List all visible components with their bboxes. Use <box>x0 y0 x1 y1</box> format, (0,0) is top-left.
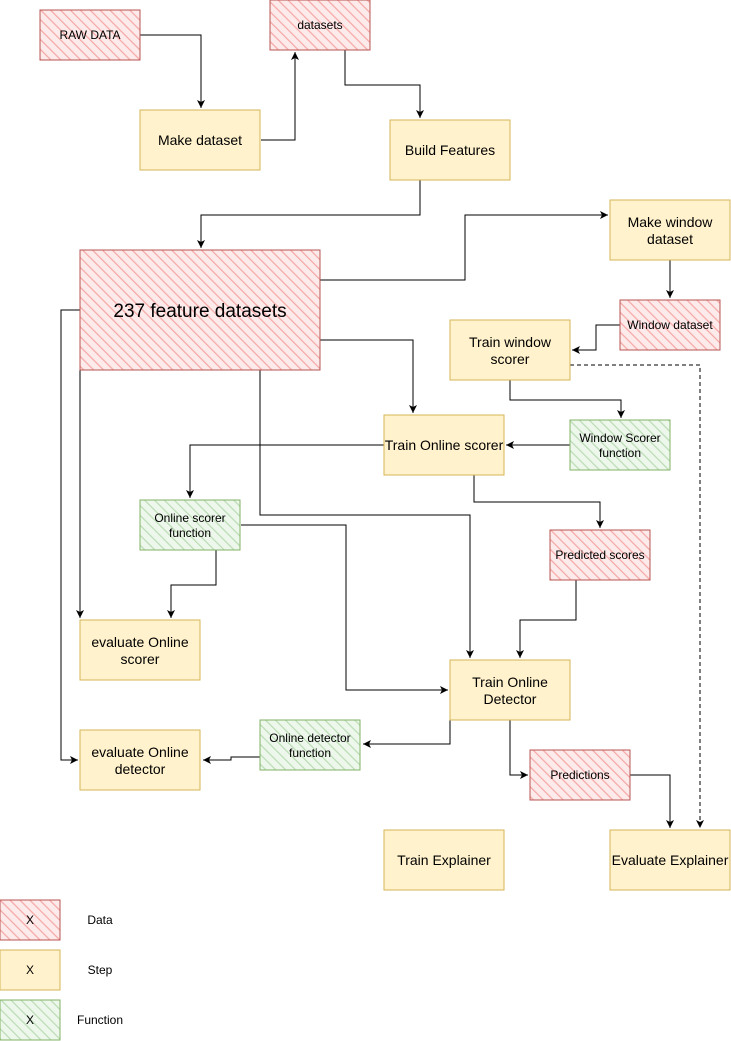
node-make-dataset-label: Make dataset <box>158 132 242 148</box>
edge-train-window-scorer-to-window-scorer-function <box>509 380 625 418</box>
node-online-detector-function: Online detector function <box>259 719 361 771</box>
node-feature-datasets-label: 237 feature datasets <box>113 301 286 322</box>
edge-online-detector-function-to-evaluate-online-detector <box>203 756 260 764</box>
node-build-features: Build Features <box>389 119 511 181</box>
node-feature-datasets: 237 feature datasets <box>79 249 321 371</box>
node-train-online-detector-label-line1: Train Online <box>472 674 548 690</box>
edge-feature-datasets-to-make-window-dataset <box>320 211 608 281</box>
node-datasets-label: datasets <box>297 18 342 32</box>
node-predicted-scores-label: Predicted scores <box>555 548 644 562</box>
legend-data-symbol: X <box>26 913 34 927</box>
edge-feature-datasets-to-train-online-scorer <box>320 339 417 413</box>
edge-make-dataset-to-datasets <box>261 52 299 141</box>
node-train-window-scorer-label-line2: scorer <box>491 351 530 367</box>
node-train-online-detector: Train Online Detector <box>449 659 571 721</box>
node-predictions-label: Predictions <box>550 768 609 782</box>
edge-predicted-scores-to-train-online-detector <box>516 580 577 658</box>
legend-function-symbol: X <box>26 1013 34 1027</box>
legend-data: X Data <box>0 899 113 941</box>
node-evaluate-online-scorer-label-line2: scorer <box>121 651 160 667</box>
node-online-scorer-function: Online scorer function <box>139 499 241 551</box>
legend-step-label: Step <box>88 963 113 977</box>
edge-datasets-to-build-features <box>344 50 424 118</box>
node-window-scorer-function-label-line1: Window Scorer <box>579 431 660 445</box>
node-raw-data-label: RAW DATA <box>59 28 120 42</box>
node-online-scorer-function-label-line2: function <box>169 526 211 540</box>
edge-raw-data-to-make-dataset <box>140 34 205 108</box>
node-train-window-scorer: Train window scorer <box>449 319 571 381</box>
edge-train-online-scorer-to-predicted-scores <box>473 475 604 528</box>
node-predicted-scores: Predicted scores <box>549 529 651 581</box>
node-make-window-dataset-label-line2: dataset <box>647 231 693 247</box>
node-datasets: datasets <box>269 0 371 51</box>
edge-train-window-scorer-to-evaluate-explainer-dashed <box>570 364 704 828</box>
node-evaluate-explainer-label: Evaluate Explainer <box>612 852 729 868</box>
edges <box>60 34 704 828</box>
edge-predictions-to-evaluate-explainer <box>630 774 674 828</box>
node-window-dataset: Window dataset <box>619 299 721 351</box>
node-train-explainer-label: Train Explainer <box>397 852 491 868</box>
node-make-window-dataset-label-line1: Make window <box>628 214 714 230</box>
edge-online-scorer-function-to-train-online-detector <box>241 524 448 694</box>
legend-function: X Function <box>0 999 123 1041</box>
node-online-scorer-function-label-line1: Online scorer <box>154 511 225 525</box>
edge-build-features-to-feature-datasets <box>197 180 421 248</box>
node-train-window-scorer-label-line1: Train window <box>469 334 552 350</box>
node-make-dataset: Make dataset <box>139 109 261 171</box>
node-raw-data: RAW DATA <box>39 9 141 61</box>
edge-train-online-scorer-to-online-scorer-function <box>186 444 384 498</box>
edge-online-scorer-function-to-evaluate-online-scorer <box>167 550 217 618</box>
node-evaluate-online-scorer: evaluate Online scorer <box>79 619 201 681</box>
legend-function-label: Function <box>77 1013 123 1027</box>
node-evaluate-explainer: Evaluate Explainer <box>609 829 731 891</box>
node-train-online-scorer-label: Train Online scorer <box>385 437 504 453</box>
node-window-dataset-label: Window dataset <box>627 318 713 332</box>
node-evaluate-online-scorer-label-line1: evaluate Online <box>91 634 189 650</box>
node-train-explainer: Train Explainer <box>383 829 505 891</box>
edge-feature-datasets-to-train-online-detector <box>259 370 474 658</box>
edge-feature-datasets-to-evaluate-online-detector <box>60 309 80 764</box>
edge-train-online-detector-to-online-detector-function <box>363 720 451 748</box>
node-build-features-label: Build Features <box>405 142 495 158</box>
node-train-online-detector-label-line2: Detector <box>484 691 537 707</box>
node-online-detector-function-label-line2: function <box>289 746 331 760</box>
node-train-online-scorer: Train Online scorer <box>383 414 505 476</box>
node-evaluate-online-detector-label-line1: evaluate Online <box>91 744 189 760</box>
legend-step: X Step <box>0 949 113 991</box>
legend-data-label: Data <box>87 913 113 927</box>
node-evaluate-online-detector-label-line2: detector <box>115 761 166 777</box>
node-online-detector-function-label-line1: Online detector <box>269 731 350 745</box>
node-window-scorer-function-label-line2: function <box>599 446 641 460</box>
legend-step-symbol: X <box>26 963 34 977</box>
node-evaluate-online-detector: evaluate Online detector <box>79 729 201 791</box>
legend: X Data X Step X Function <box>0 899 123 1041</box>
node-make-window-dataset: Make window dataset <box>609 199 731 261</box>
edge-window-dataset-to-train-window-scorer <box>572 324 620 354</box>
edge-train-online-detector-to-predictions <box>509 720 528 779</box>
node-window-scorer-function: Window Scorer function <box>569 419 671 471</box>
node-predictions: Predictions <box>529 749 631 801</box>
